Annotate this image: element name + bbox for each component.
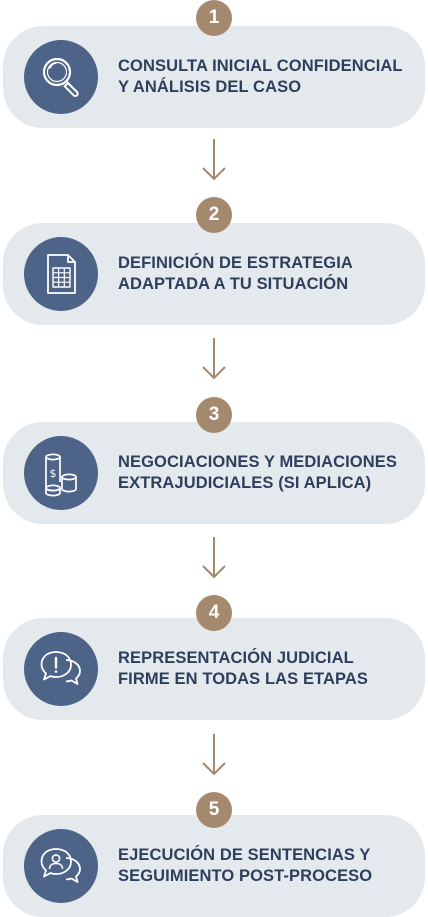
arrow-down-icon (202, 537, 226, 579)
arrow-down-icon (202, 139, 226, 181)
step-label: EJECUCIÓN DE SENTENCIAS Y SEGUIMIENTO PO… (118, 846, 373, 885)
spreadsheet-document-icon (24, 237, 98, 311)
step-label: NEGOCIACIONES Y MEDIACIONES EXTRAJUDICIA… (118, 453, 397, 492)
step-card: DEFINICIÓN DE ESTRATEGIA ADAPTADA A TU S… (3, 223, 425, 325)
magnifier-icon (24, 40, 98, 114)
step-number-badge: 4 (196, 595, 232, 631)
user-chat-bubbles-icon (24, 829, 98, 903)
svg-text:$: $ (50, 467, 57, 480)
arrow-down-icon (202, 734, 226, 776)
step-number-badge: 1 (196, 0, 232, 36)
money-cylinders-icon: $ (24, 436, 98, 510)
alert-chat-bubbles-icon (24, 632, 98, 706)
arrow-down-icon (202, 338, 226, 380)
step-label: CONSULTA INICIAL CONFIDENCIAL Y ANÁLISIS… (118, 57, 403, 96)
step-card: $ NEGOCIACIONES Y MEDIACIONES EXTRAJUDIC… (3, 422, 425, 524)
step-label: REPRESENTACIÓN JUDICIAL FIRME EN TODAS L… (118, 649, 369, 688)
step-card: CONSULTA INICIAL CONFIDENCIAL Y ANÁLISIS… (3, 26, 425, 128)
step-number-badge: 3 (196, 397, 232, 433)
step-number-badge: 5 (196, 792, 232, 828)
step-card: REPRESENTACIÓN JUDICIAL FIRME EN TODAS L… (3, 618, 425, 720)
step-number-badge: 2 (196, 197, 232, 233)
step-label: DEFINICIÓN DE ESTRATEGIA ADAPTADA A TU S… (118, 254, 353, 293)
step-card: EJECUCIÓN DE SENTENCIAS Y SEGUIMIENTO PO… (3, 815, 425, 917)
